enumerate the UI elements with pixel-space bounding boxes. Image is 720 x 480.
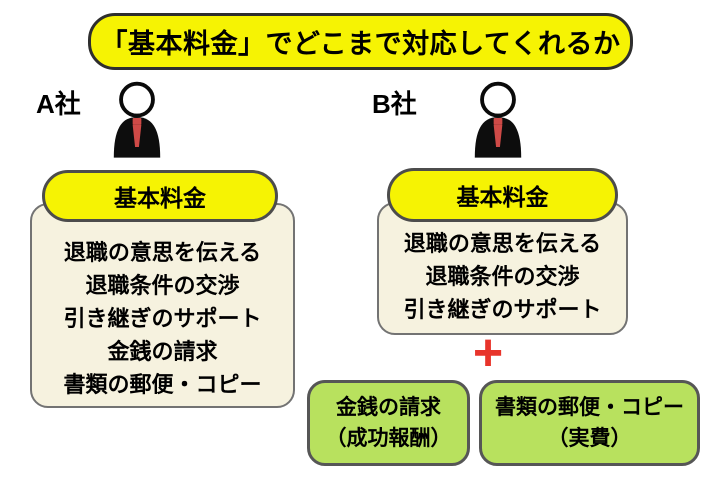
extra-fee-box-actual-cost: 書類の郵便・コピー （実費） [479,380,700,466]
extra-fee-title: 金銭の請求 [336,396,441,419]
company-b-services-panel: 退職の意思を伝える 退職条件の交渉 引き継ぎのサポート [377,202,628,335]
company-a-fee-header: 基本料金 [42,170,278,222]
service-item: 引き継ぎのサポート [403,297,602,322]
extra-fee-box-success-fee: 金銭の請求 （成功報酬） [307,380,470,466]
extra-fee-note: （成功報酬） [325,427,452,450]
businessman-a-icon [113,81,161,158]
service-item: 書類の郵便・コピー [63,372,262,397]
service-item: 退職条件の交渉 [85,273,240,298]
service-item: 退職の意思を伝える [403,231,602,256]
service-item: 退職の意思を伝える [63,240,262,265]
service-item: 引き継ぎのサポート [63,306,262,331]
extra-fee-title: 書類の郵便・コピー [495,396,684,419]
company-a-services-panel: 退職の意思を伝える 退職条件の交渉 引き継ぎのサポート 金銭の請求 書類の郵便・… [30,203,295,408]
plus-icon: + [472,324,504,382]
businessman-b-icon [474,81,522,158]
title-banner: 「基本料金」でどこまで対応してくれるか [88,13,633,70]
service-item: 退職条件の交渉 [425,264,580,289]
extra-fee-note: （実費） [547,427,632,450]
company-b-label: B社 [372,89,417,119]
service-item: 金銭の請求 [107,339,218,364]
page-title: 「基本料金」でどこまで対応してくれるか [100,29,621,59]
company-b-fee-header: 基本料金 [387,168,618,222]
company-a-label: A社 [36,89,81,119]
